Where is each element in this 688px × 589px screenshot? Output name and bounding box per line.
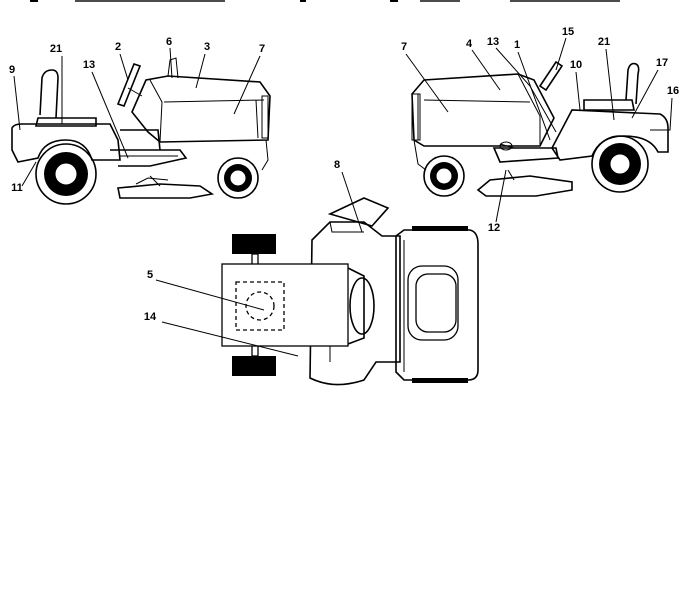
callout-label: 14	[144, 311, 157, 323]
top-view-callouts: 8 5 14	[144, 159, 363, 357]
left-side-view	[11, 57, 271, 205]
callout-label: 4	[466, 38, 473, 50]
callout-label: 21	[598, 36, 610, 48]
callout-label: 7	[259, 43, 265, 55]
hood-left	[131, 75, 271, 143]
left-view-callouts: 21 2 6 3 7 9 13 11	[9, 36, 265, 194]
front-wheel-left	[217, 157, 259, 199]
rear-wheel-right	[591, 135, 649, 193]
steering-wheel-left	[116, 63, 142, 107]
right-view-callouts: 7 4 13 1 15 21 10 17 16 12	[401, 26, 679, 234]
seat-back	[39, 69, 59, 119]
frame-left	[110, 149, 188, 167]
callout-label: 9	[9, 64, 15, 76]
top-hood	[395, 229, 479, 381]
mower-deck-left	[117, 183, 215, 199]
seat-right	[583, 99, 635, 111]
callout-label: 15	[562, 26, 574, 38]
right-side-view	[411, 60, 669, 197]
decal-outline-5	[235, 281, 285, 331]
callout-label: 16	[667, 85, 679, 97]
callout-label: 11	[11, 182, 23, 194]
callout-label: 8	[334, 159, 340, 171]
top-wheel-lower	[232, 356, 276, 376]
callout-label: 13	[487, 36, 499, 48]
mower-deck-right	[476, 175, 573, 197]
callout-label: 17	[656, 57, 668, 69]
header-fragments	[30, 0, 620, 2]
front-wheel-right	[423, 155, 465, 197]
rear-fender	[11, 123, 121, 163]
steering-wheel-right	[538, 60, 564, 92]
engine-block	[309, 221, 401, 386]
callout-label: 2	[115, 41, 121, 53]
callout-label: 21	[50, 43, 62, 55]
callout-label: 10	[570, 59, 582, 71]
callout-label: 5	[147, 269, 153, 281]
rear-wheel-left	[35, 143, 97, 205]
top-view	[221, 197, 479, 386]
callout-label: 12	[488, 222, 500, 234]
top-wheel-upper	[232, 234, 276, 254]
callout-label: 13	[83, 59, 95, 71]
rear-body	[221, 263, 349, 347]
callout-label: 1	[514, 39, 520, 51]
callout-label: 3	[204, 41, 210, 53]
hood-right	[411, 73, 555, 147]
callout-label: 6	[166, 36, 172, 48]
callout-label: 7	[401, 41, 407, 53]
